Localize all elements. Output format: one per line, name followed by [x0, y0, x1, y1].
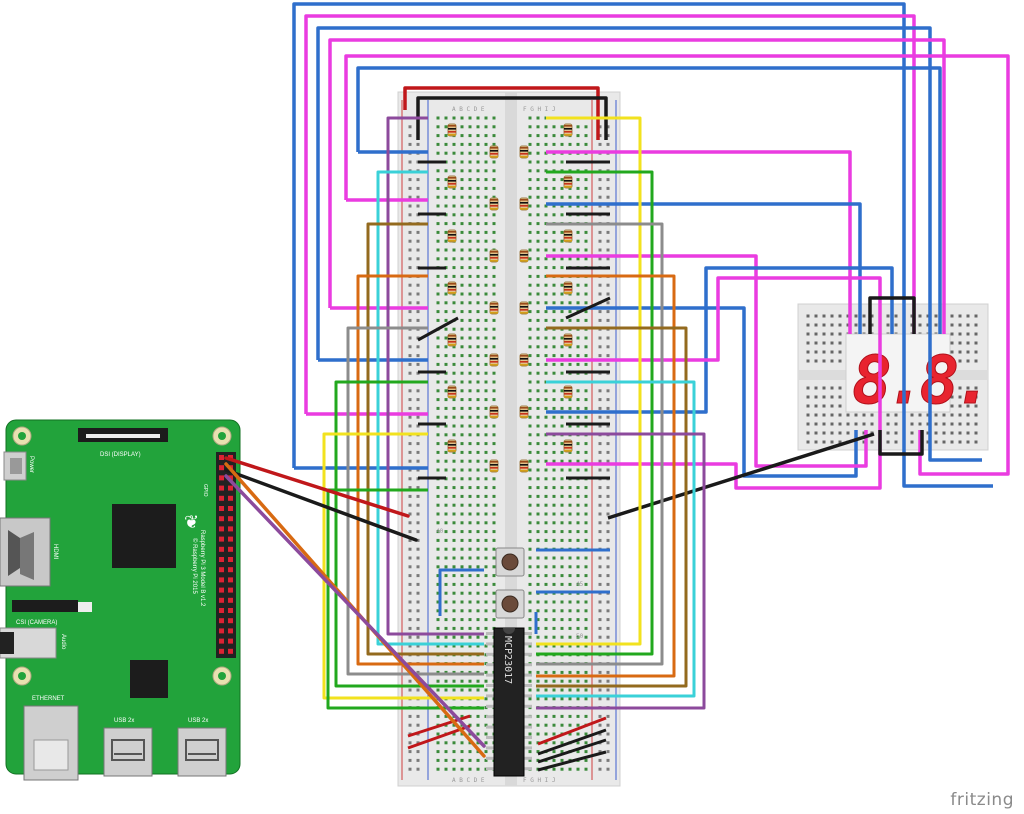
mcp23017-chip: MCP23017 [486, 627, 532, 777]
power-label: Power [28, 456, 34, 473]
resistor [519, 249, 529, 263]
resistor [519, 459, 529, 473]
main-breadboard: A B C D E F G H I J 40 45 50 A B C D E F… [397, 91, 621, 787]
pushbutton-2 [495, 589, 525, 619]
resistor-array [447, 123, 573, 473]
audio-label: Audio [60, 634, 66, 650]
resistor [563, 281, 573, 295]
resistor [489, 249, 499, 263]
usb-label-1: USB 2x [114, 718, 134, 724]
resistor [519, 301, 529, 315]
breadboard-row-mark: 50 [576, 633, 584, 640]
breadboard-row-mark: 45 [576, 581, 584, 588]
raspberry-pi-board: DSI (DISPLAY) Power HDMI ❦ Raspberry Pi … [0, 419, 241, 781]
resistor [489, 301, 499, 315]
resistor [447, 385, 457, 399]
seven-segment-digits: 8.8. [852, 342, 987, 419]
resistor [563, 123, 573, 137]
resistor [447, 175, 457, 189]
breadboard-row-mark: 40 [436, 528, 444, 535]
model-label: Raspberry Pi 3 Model B v1.2 [199, 530, 205, 607]
resistor [447, 333, 457, 347]
breadboard-column-letters-right-bottom: F G H I J [523, 777, 556, 784]
hdmi-label: HDMI [52, 544, 58, 560]
wifi-chip [130, 660, 168, 698]
resistor [563, 385, 573, 399]
resistor [489, 459, 499, 473]
resistor [489, 145, 499, 159]
ethernet-label: ETHERNET [32, 696, 65, 702]
gpio-wires [224, 456, 486, 758]
gpio-label: GPIO [202, 484, 208, 497]
resistor [563, 333, 573, 347]
pushbutton-1 [495, 547, 525, 577]
resistor [447, 229, 457, 243]
breadboard-column-letters-left-bottom: A B C D E [452, 777, 485, 784]
breadboard-column-letters-left: A B C D E [452, 106, 485, 113]
seven-segment-display [845, 333, 951, 413]
resistor [563, 175, 573, 189]
cpu-chip [112, 504, 176, 568]
csi-label: CSI (CAMERA) [16, 620, 57, 626]
resistor [447, 439, 457, 453]
resistor [563, 439, 573, 453]
resistor [519, 405, 529, 419]
raspberry-logo: ❦ [184, 512, 199, 532]
fritzing-watermark: fritzing [950, 790, 1014, 810]
ic-wires [322, 116, 706, 710]
breadboard-column-letters-right: F G H I J [523, 106, 556, 113]
resistor [519, 145, 529, 159]
ic-label: MCP23017 [502, 636, 513, 684]
resistor [519, 197, 529, 211]
usb-label-2: USB 2x [188, 718, 208, 724]
resistor [519, 353, 529, 367]
resistor [489, 197, 499, 211]
resistor [489, 405, 499, 419]
copyright-label: © Raspberry Pi 2015 [191, 538, 198, 594]
resistor [563, 229, 573, 243]
gpio-header [216, 452, 236, 658]
resistor [447, 281, 457, 295]
resistor [489, 353, 499, 367]
resistor [447, 123, 457, 137]
dsi-label: DSI (DISPLAY) [100, 452, 141, 458]
csi-connector [12, 600, 78, 612]
